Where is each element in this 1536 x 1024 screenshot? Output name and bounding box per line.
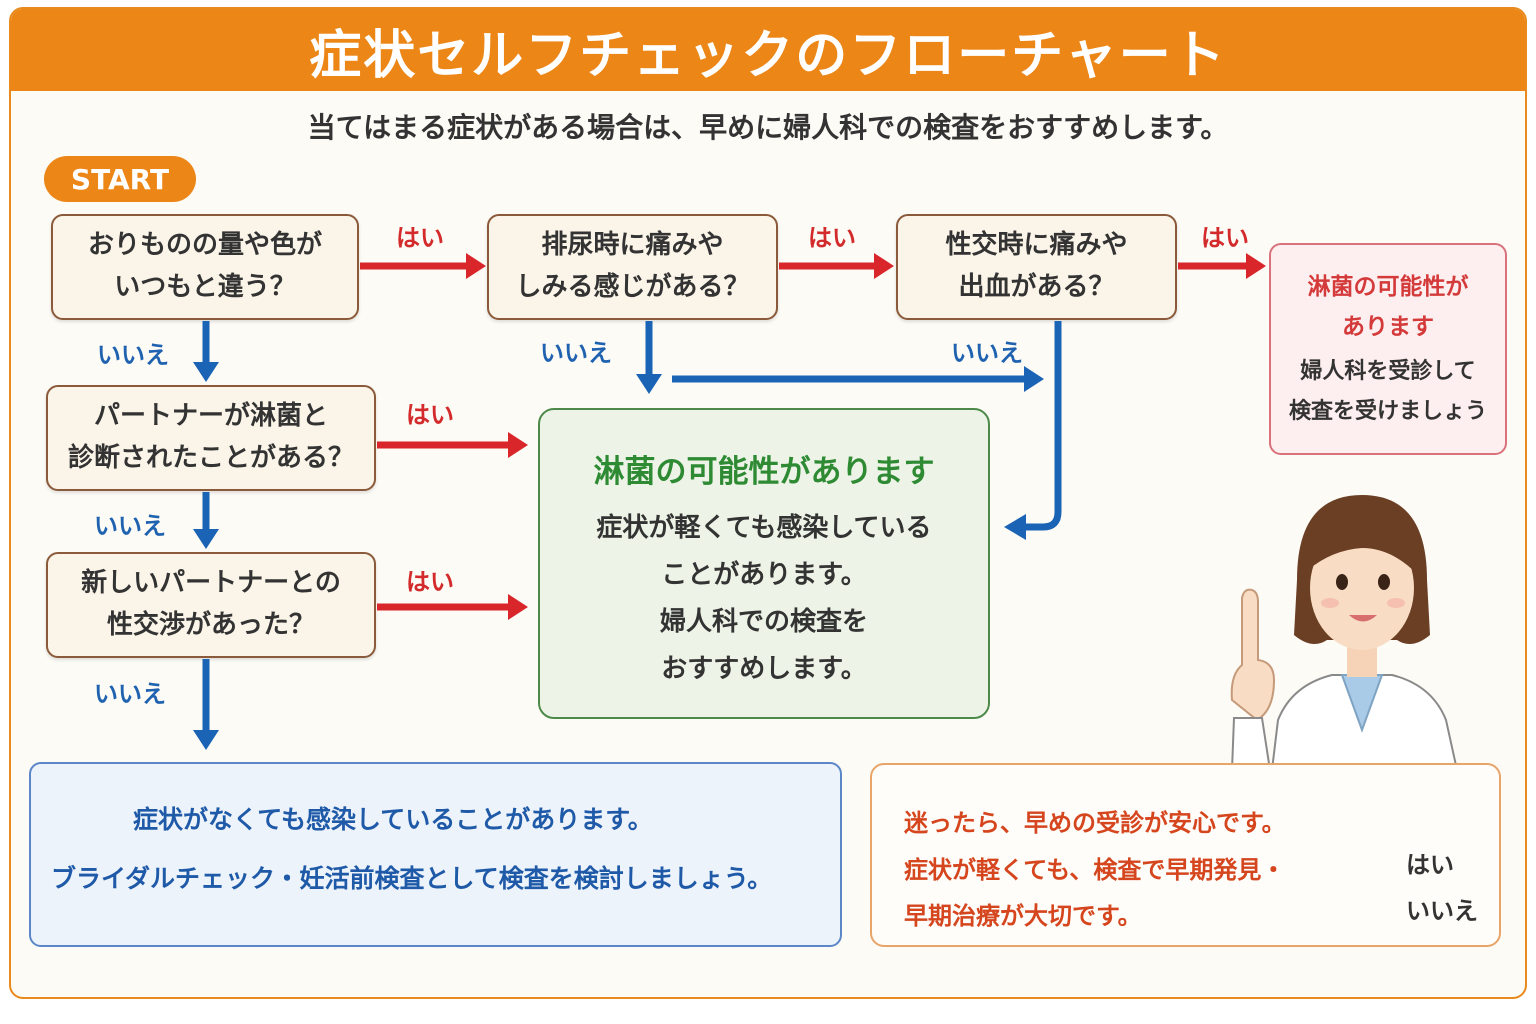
- yes-arrowhead: [508, 594, 528, 620]
- result-heading: 淋菌の可能性があります: [593, 454, 935, 490]
- yes-arrowhead: [1246, 253, 1266, 279]
- no-label: いいえ: [951, 339, 1023, 367]
- no-arrowhead: [193, 362, 219, 382]
- question-new-partner: 新しいパートナーとの 性交渉があった？: [46, 552, 376, 658]
- yes-arrowhead: [508, 432, 528, 458]
- title-bar: 症状セルフチェックのフローチャート: [11, 9, 1525, 91]
- yes-label: はい: [1201, 224, 1249, 252]
- note-line: 症状が軽くても、検査で早期発見・: [904, 856, 1286, 884]
- result-heading-line: 淋菌の可能性が: [1307, 274, 1469, 300]
- result-see-gynecologist: 淋菌の可能性が あります 婦人科を受診して 検査を受けましょう: [1269, 243, 1507, 455]
- question-line: 新しいパートナーとの: [81, 568, 341, 599]
- result-line: おすすめします。: [661, 654, 867, 684]
- advice-note: 迷ったら、早めの受診が安心です。 症状が軽くても、検査で早期発見・ 早期治療が大…: [870, 763, 1501, 947]
- result-line: 婦人科を受診して: [1300, 359, 1476, 384]
- question-urination-pain: 排尿時に痛みや しみる感じがある？: [487, 214, 778, 320]
- no-arrowhead: [1024, 366, 1044, 392]
- question-line: パートナーが淋菌と: [93, 401, 328, 432]
- no-arrowhead: [193, 730, 219, 750]
- no-label: いいえ: [94, 512, 166, 540]
- yes-label: はい: [406, 568, 454, 596]
- yes-label: はい: [396, 224, 444, 252]
- start-badge: START: [44, 156, 196, 202]
- no-arrow: [1024, 321, 1062, 531]
- question-line: 出血がある？: [958, 272, 1115, 302]
- no-label: いいえ: [97, 341, 169, 369]
- no-arrowhead: [193, 529, 219, 549]
- note-line: 迷ったら、早めの受診が安心です。: [904, 809, 1286, 837]
- question-line: 性交渉があった？: [106, 610, 315, 640]
- no-arrowhead: [636, 374, 662, 394]
- note-line: 早期治療が大切です。: [904, 902, 1142, 930]
- result-heading-line: あります: [1342, 314, 1434, 340]
- result-line: ことがあります。: [661, 560, 867, 590]
- question-line: しみる感じがある？: [515, 272, 750, 302]
- question-line: 診断されたことがある？: [67, 443, 354, 473]
- yes-label: はい: [808, 224, 856, 252]
- result-possible-gonorrhea: 淋菌の可能性があります 症状が軽くても感染している ことがあります。 婦人科での…: [538, 408, 990, 719]
- question-discharge: おりものの量や色が いつもと違う？: [51, 214, 359, 320]
- no-label: いいえ: [540, 339, 612, 367]
- result-line: 症状がなくても感染していることがあります。: [133, 805, 653, 834]
- page-title: 症状セルフチェックのフローチャート: [309, 25, 1227, 86]
- result-line: ブライダルチェック・妊活前検査として検査を検討しましょう。: [51, 864, 773, 893]
- result-line: 症状が軽くても感染している: [596, 513, 932, 543]
- doctor-illustration: [1230, 495, 1459, 770]
- question-partner-diagnosed: パートナーが淋菌と 診断されたことがある？: [46, 385, 376, 491]
- legend-yes-label: はい: [1406, 851, 1454, 879]
- result-line: 検査を受けましょう: [1288, 399, 1487, 424]
- question-line: 排尿時に痛みや: [541, 230, 724, 261]
- question-line: いつもと違う？: [114, 272, 296, 302]
- question-line: おりものの量や色が: [87, 230, 322, 261]
- page-subtitle: 当てはまる症状がある場合は、早めに婦人科での検査をおすすめします。: [307, 111, 1229, 144]
- yes-label: はい: [406, 401, 454, 429]
- result-line: 婦人科での検査を: [659, 607, 868, 637]
- legend-no-label: いいえ: [1406, 897, 1478, 925]
- question-line: 性交時に痛みや: [945, 230, 1128, 261]
- no-arrowhead: [1004, 514, 1026, 540]
- yes-arrowhead: [466, 253, 486, 279]
- no-label: いいえ: [94, 680, 166, 708]
- yes-arrowhead: [874, 253, 894, 279]
- result-body: 症状が軽くても感染している ことがあります。 婦人科での検査を おすすめします。: [540, 505, 988, 693]
- result-heading: 淋菌の可能性が あります: [1271, 267, 1505, 347]
- question-intercourse-pain: 性交時に痛みや 出血がある？: [896, 214, 1177, 320]
- result-no-symptoms: 症状がなくても感染していることがあります。 ブライダルチェック・妊活前検査として…: [29, 762, 842, 947]
- result-body: 婦人科を受診して 検査を受けましょう: [1271, 352, 1505, 432]
